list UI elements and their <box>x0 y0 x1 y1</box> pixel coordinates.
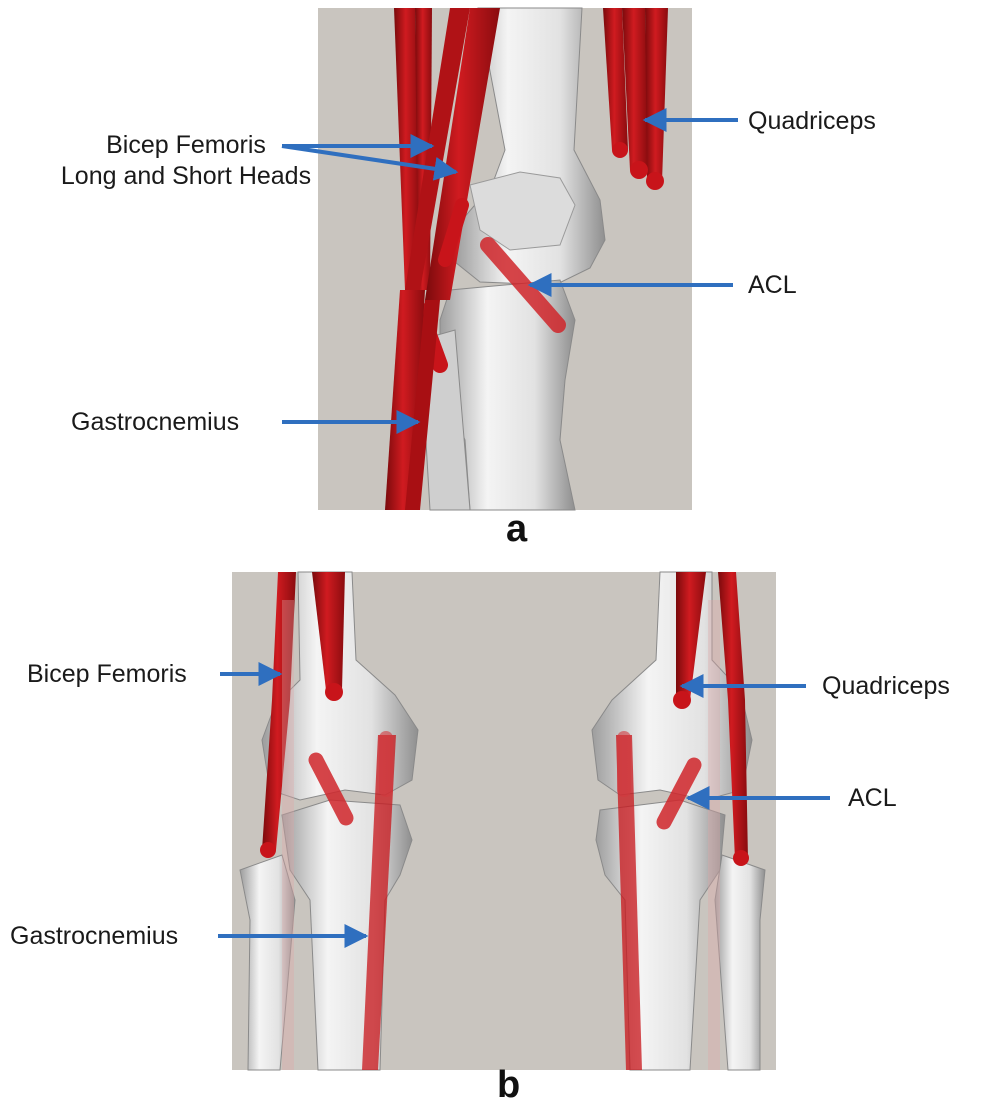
label-bicep-femoris-b: Bicep Femoris <box>27 660 187 689</box>
label-gastrocnemius-b: Gastrocnemius <box>10 922 178 951</box>
label-quadriceps-a: Quadriceps <box>748 107 876 136</box>
label-bicep-femoris-line1-a: Bicep Femoris <box>36 130 336 161</box>
panel-b-image <box>232 572 776 1070</box>
quadriceps-end-3-a <box>646 172 664 190</box>
label-quadriceps-b: Quadriceps <box>822 672 950 701</box>
panel-a-image <box>318 8 692 510</box>
translucent-strand-left-b <box>282 600 294 1070</box>
panel-letter-b: b <box>497 1064 520 1107</box>
quadriceps-end-right-b <box>673 691 691 709</box>
label-bicep-femoris-line2-a: Long and Short Heads <box>36 161 336 192</box>
label-acl-a: ACL <box>748 271 797 300</box>
quadriceps-end-left-b <box>325 683 343 701</box>
label-bicep-femoris-a: Bicep Femoris Long and Short Heads <box>36 130 336 192</box>
panel-letter-a: a <box>506 508 527 551</box>
quadriceps-end-2-a <box>630 161 648 179</box>
label-acl-b: ACL <box>848 784 897 813</box>
label-gastrocnemius-a: Gastrocnemius <box>71 408 239 437</box>
bicep-femoris-end-right-b <box>733 850 749 866</box>
translucent-strand-right-b <box>708 600 720 1070</box>
quadriceps-end-1-a <box>612 142 628 158</box>
bicep-femoris-end-left-b <box>260 842 276 858</box>
